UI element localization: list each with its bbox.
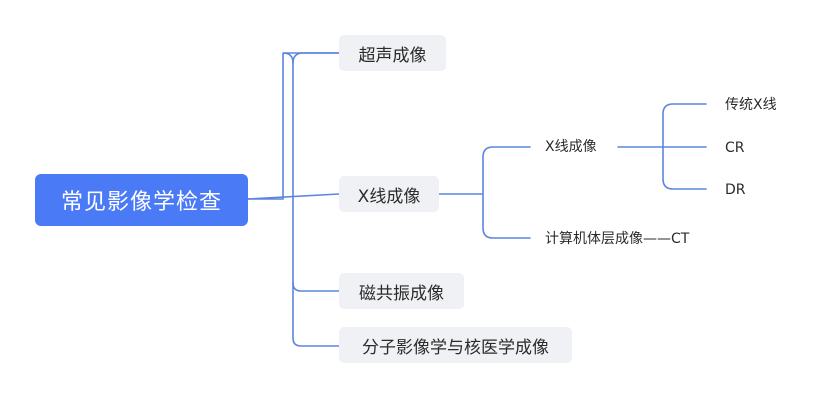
connector-xray-to-children	[438, 146, 531, 239]
leaf-node-cr[interactable]: CR	[725, 139, 745, 157]
connector-root-to-mri	[292, 282, 340, 292]
connector-root-to-xray	[247, 193, 340, 200]
subnode-label: 计算机体层成像——CT	[545, 231, 690, 247]
branch-node-mri[interactable]: 磁共振成像	[339, 273, 464, 309]
branch-node-label: 磁共振成像	[359, 283, 444, 304]
branch-node-ultrasound[interactable]: 超声成像	[339, 35, 446, 71]
branch-node-molecular-nuclear[interactable]: 分子影像学与核医学成像	[339, 327, 572, 363]
branch-node-label: 分子影像学与核医学成像	[362, 337, 549, 358]
root-node[interactable]: 常见影像学检查	[35, 174, 248, 226]
leaf-node-label: 传统X线	[725, 97, 777, 113]
root-node-label: 常见影像学检查	[60, 190, 222, 215]
subnode-ct[interactable]: 计算机体层成像——CT	[545, 230, 689, 248]
leaf-node-dr[interactable]: DR	[725, 181, 746, 199]
connector-root-to-molecular	[292, 52, 340, 64]
branch-node-xray[interactable]: X线成像	[339, 176, 439, 212]
connector-xray-imaging-to-children	[617, 103, 707, 190]
subnode-label: X线成像	[545, 139, 597, 155]
connector-root-trunk	[282, 52, 340, 347]
leaf-node-traditional-xray[interactable]: 传统X线	[725, 96, 777, 114]
branch-node-label: 超声成像	[358, 45, 427, 66]
leaf-node-label: CR	[725, 140, 745, 156]
branch-node-label: X线成像	[357, 186, 421, 207]
leaf-node-label: DR	[725, 182, 746, 198]
subnode-xray-imaging[interactable]: X线成像	[545, 138, 597, 156]
